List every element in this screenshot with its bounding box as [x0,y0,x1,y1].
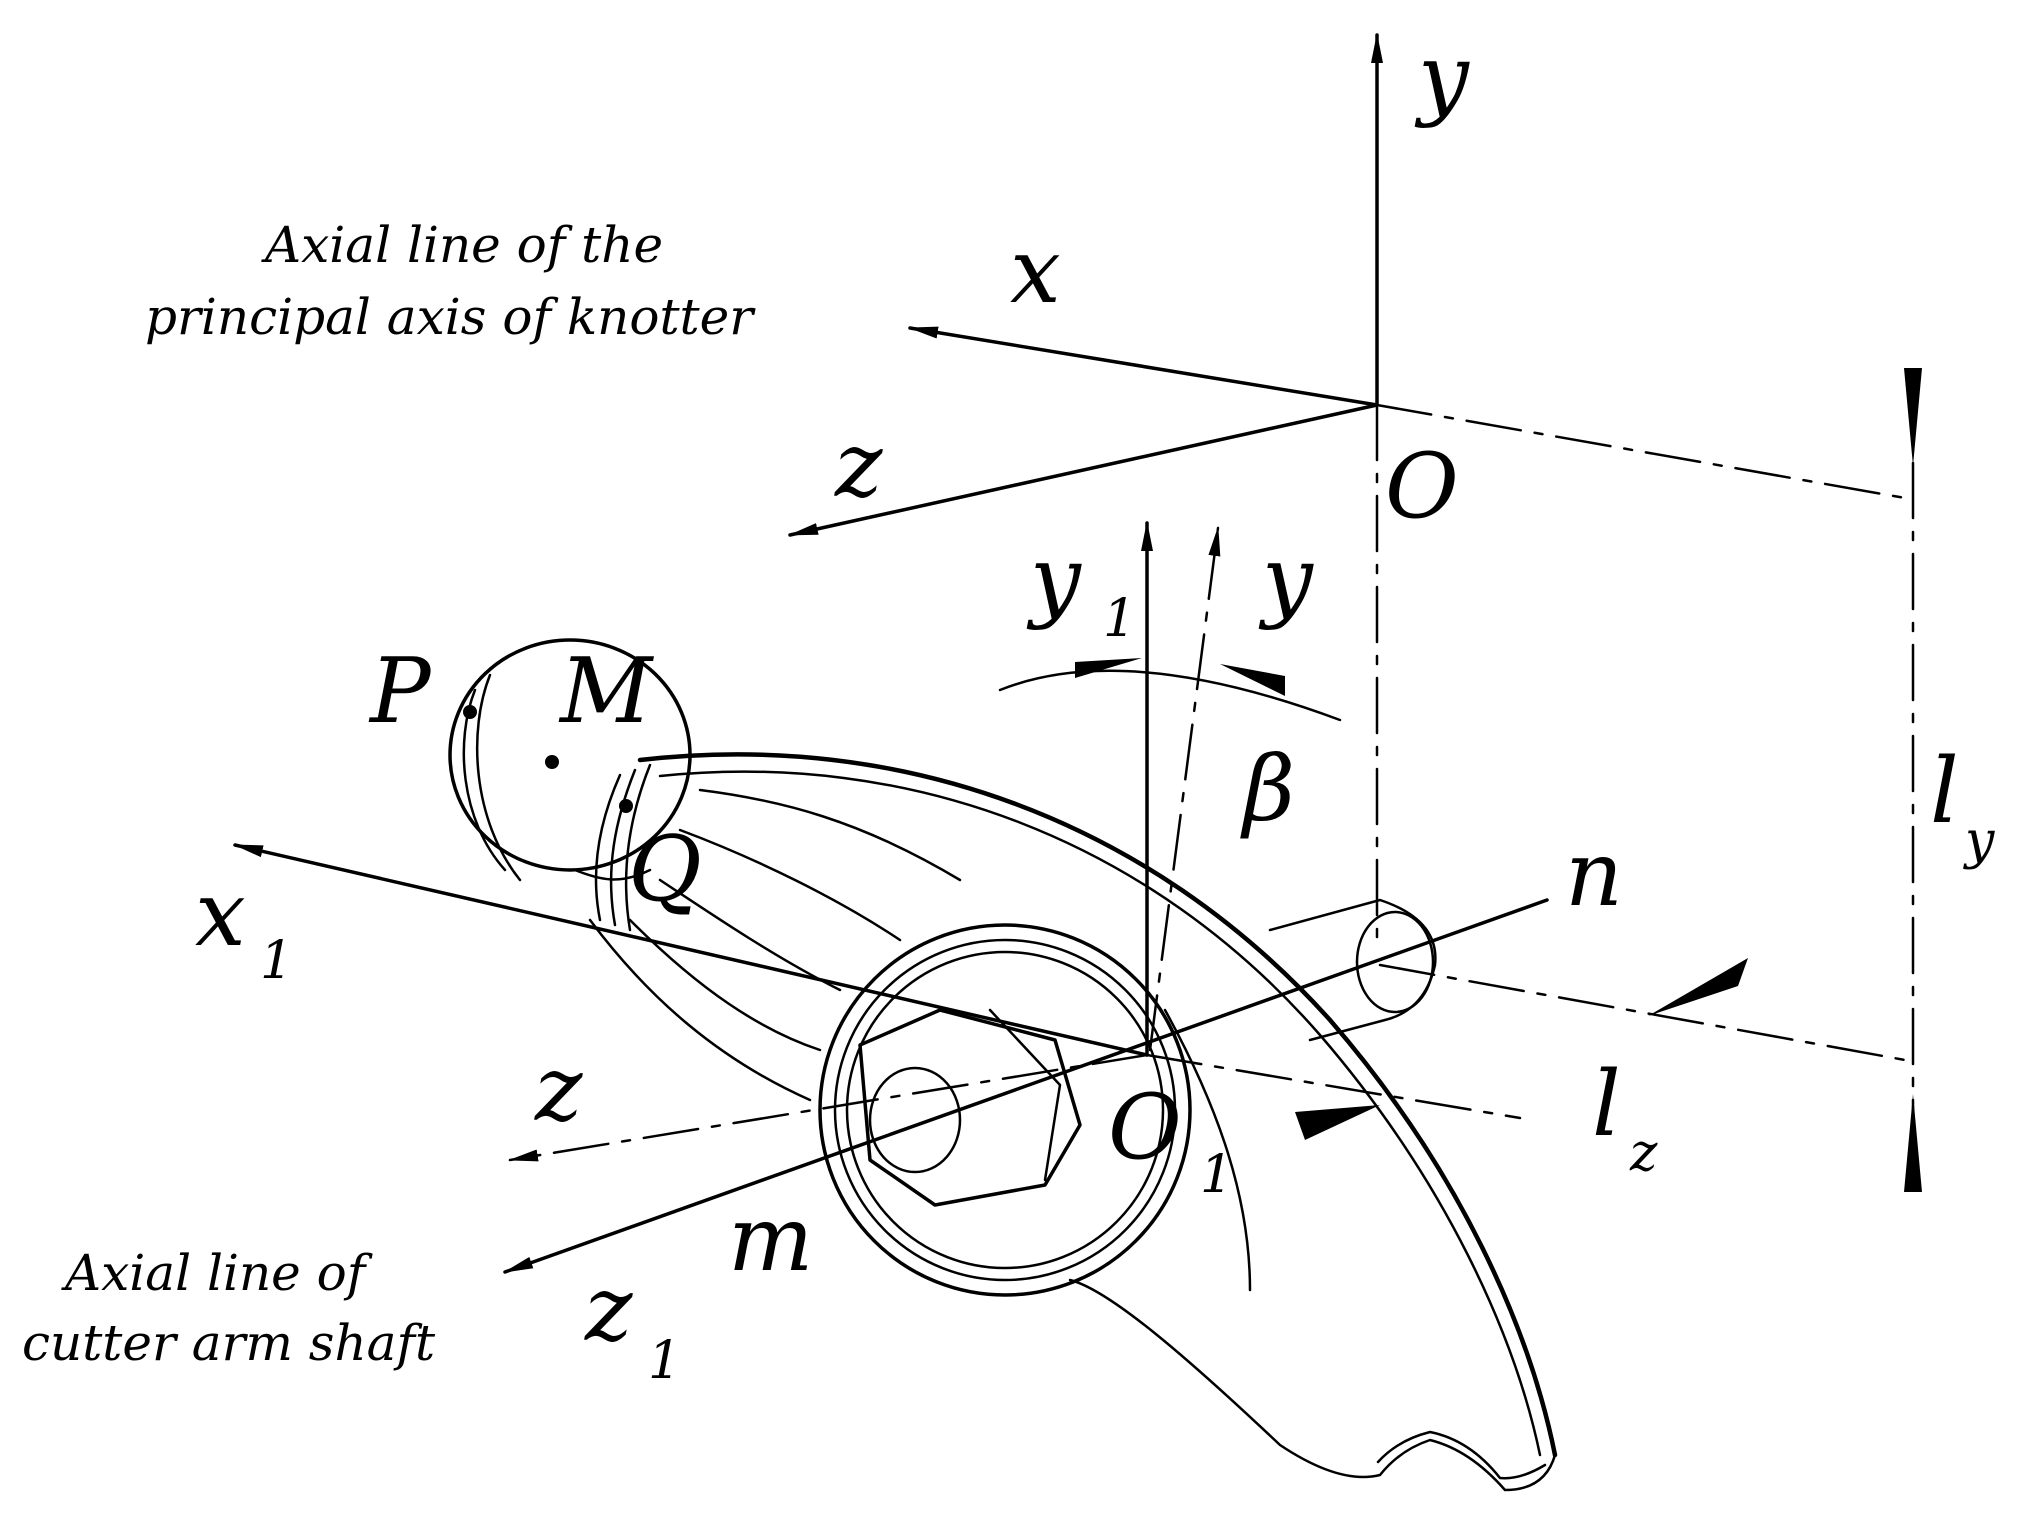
principal-frame [788,33,1907,952]
cutter-caption-line1: Axial line of [61,1244,373,1302]
label-y-top: y [1414,25,1470,130]
label-y1: y [1026,527,1082,632]
cutter-caption-line2: cutter arm shaft [22,1314,436,1372]
beta-arrow-left [1075,658,1142,678]
label-x1: x [195,862,246,967]
label-n: n [1565,822,1623,927]
label-beta: β [1240,737,1295,842]
points [463,705,633,813]
label-z-lower: z [534,1037,583,1142]
label-m-axis: m [728,1187,813,1292]
cutter-arm-body [448,638,1558,1492]
label-o1: O [1108,1075,1182,1180]
secondary-frame [233,521,1748,1274]
o1-extension-dashed [1145,1053,1522,1120]
label-z-top: z [834,413,883,518]
label-y1-sub: 1 [1103,589,1136,649]
label-lz-sub: z [1629,1123,1658,1183]
knotter-caption-line2: principal axis of knotter [145,288,756,346]
lz-arrow-upper [1648,958,1748,1016]
z1-axis [503,898,1549,1274]
x1-axis [233,843,1149,1057]
z-lower-axis [508,1053,1149,1162]
ly-bottom-arrow [1904,1094,1922,1192]
ly-top-arrow [1904,368,1922,466]
label-p: P [368,639,432,744]
label-y-tilted: y [1258,527,1314,632]
label-z1: z [584,1257,633,1362]
label-x1-sub: 1 [260,931,293,991]
beta-arrow-right [1220,664,1285,696]
label-origin-o: O [1385,434,1459,539]
lower-extension-dashed [1378,963,1907,1062]
beta-arc [998,669,1342,722]
label-ly: l [1930,739,1959,844]
label-z1-sub: 1 [648,1331,681,1391]
label-o1-sub: 1 [1200,1145,1233,1205]
ly-dimension [1378,368,1922,1192]
label-lz: l [1592,1052,1621,1157]
label-q: Q [628,817,702,922]
point-p [463,705,477,719]
z-axis-upper [788,403,1379,537]
x-axis-upper [908,326,1379,407]
lz-arrow-lower [1295,1105,1380,1140]
label-x-top: x [1010,219,1061,324]
y-tilted-axis [1148,526,1221,1052]
point-m [545,755,559,769]
label-ly-sub: y [1963,811,1995,871]
point-q [619,799,633,813]
knotter-caption-line1: Axial line of the [261,216,663,274]
label-m: M [558,639,654,744]
